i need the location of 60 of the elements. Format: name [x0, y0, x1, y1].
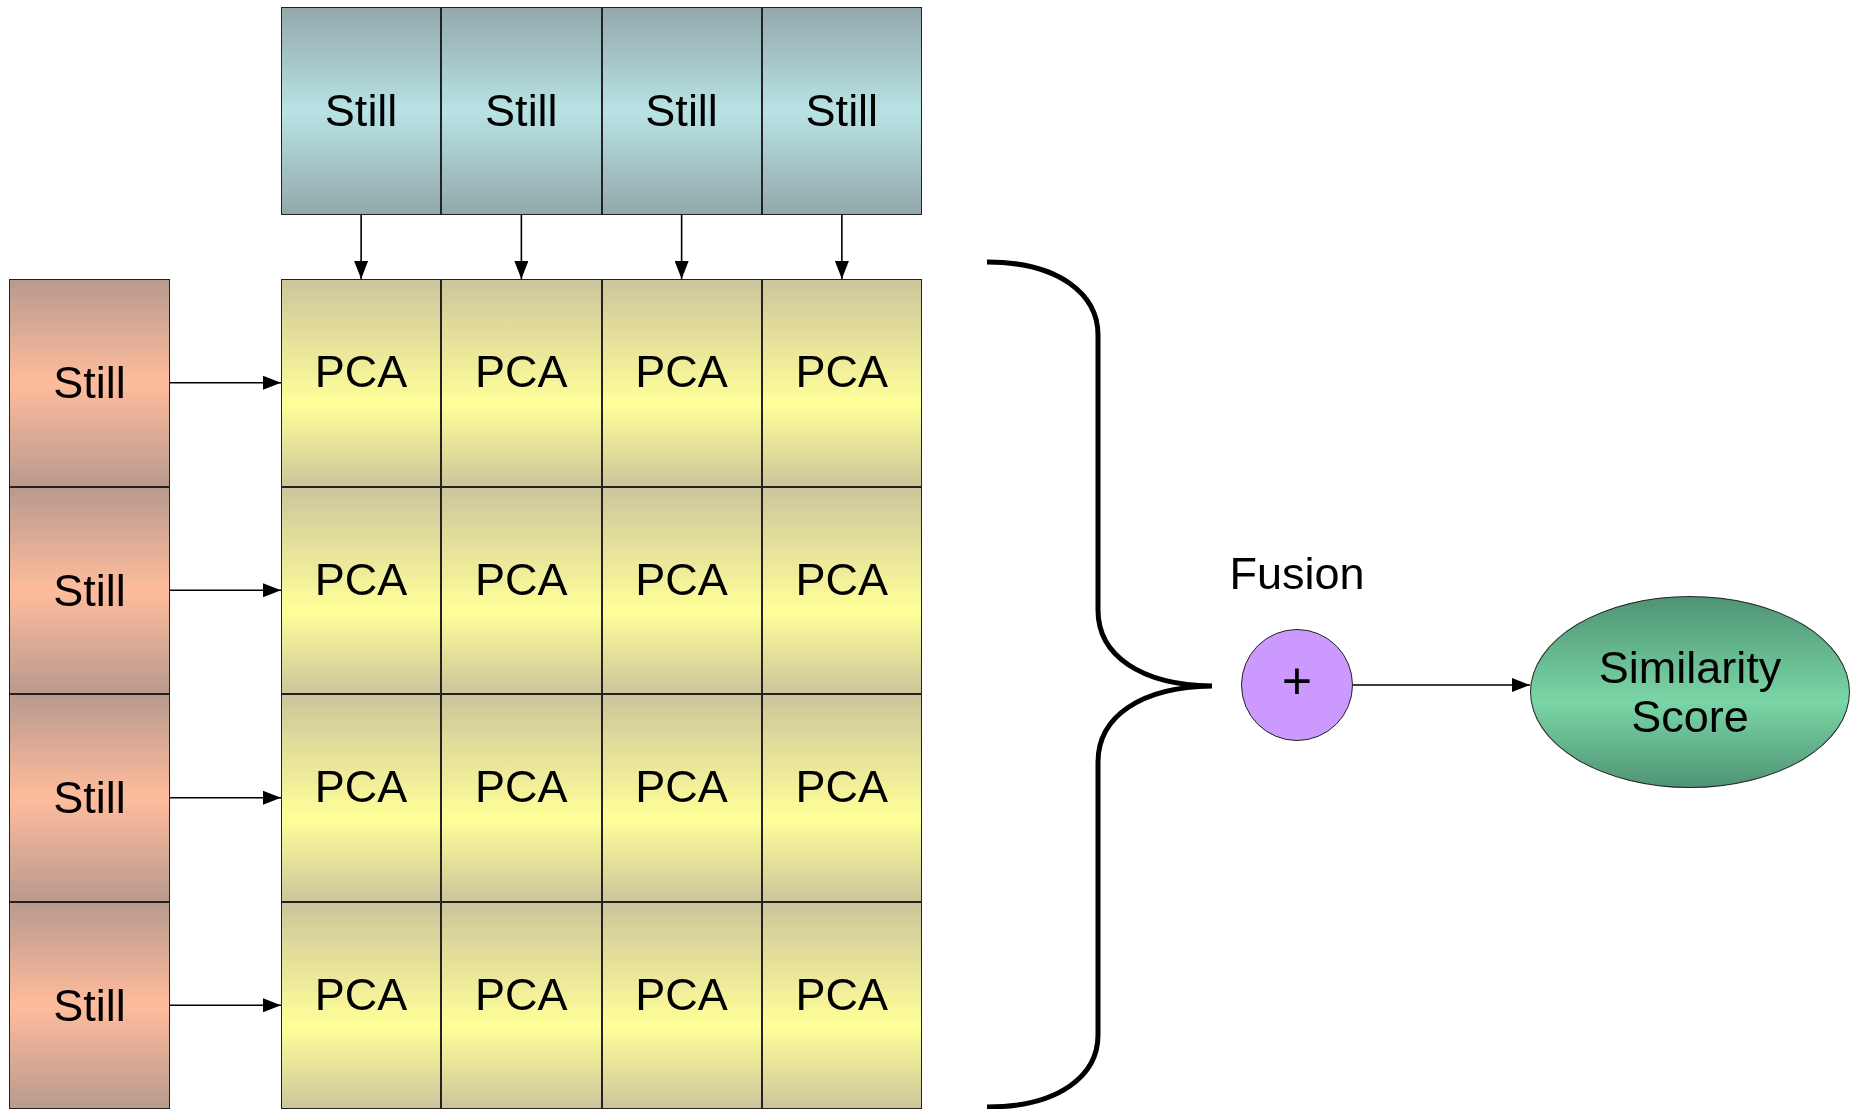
node-label: Still [53, 358, 126, 408]
pca-box [441, 901, 602, 1109]
pca-box [761, 279, 922, 487]
pca-box [761, 694, 922, 902]
node-label: Still [645, 86, 718, 136]
still-frame-box [9, 279, 170, 487]
still-frame-box [281, 7, 442, 215]
fusion-label: Fusion [1229, 549, 1365, 599]
node-label: PCA [635, 347, 728, 397]
arrow [169, 790, 282, 805]
pca-box [281, 901, 442, 1109]
arrow [354, 214, 369, 280]
still-frame-box [9, 694, 170, 902]
pca-box [761, 901, 922, 1109]
pca-box [761, 486, 922, 694]
pca-box [601, 901, 762, 1109]
arrow [169, 998, 282, 1013]
node-label: PCA [314, 969, 408, 1019]
node-label: PCA [795, 554, 889, 604]
node-label: PCA [635, 969, 728, 1019]
arrow [1352, 678, 1531, 692]
node-label: PCA [475, 762, 568, 812]
pca-box [281, 279, 442, 487]
node-label: PCA [475, 347, 568, 397]
pca-box [601, 279, 762, 487]
node-label: Similarity Score [1597, 642, 1783, 742]
node-label: Still [53, 773, 126, 823]
node-label: PCA [635, 762, 728, 812]
node-label: PCA [635, 554, 728, 604]
arrow [834, 214, 849, 280]
node-label: PCA [475, 969, 568, 1019]
pca-box [441, 279, 602, 487]
still-frame-box [761, 7, 922, 215]
node-label: Still [805, 86, 879, 136]
node-label: PCA [795, 969, 889, 1019]
pca-box [601, 486, 762, 694]
node-label: Still [53, 565, 126, 615]
pca-box [281, 694, 442, 902]
pca-box [601, 694, 762, 902]
node-label: PCA [314, 554, 408, 604]
arrow [514, 214, 529, 280]
arrow [674, 214, 689, 280]
node-label: PCA [314, 762, 408, 812]
still-frame-box [441, 7, 602, 215]
arrow [169, 583, 282, 598]
pca-box [441, 486, 602, 694]
node-label: Still [485, 86, 558, 136]
node-label: Still [53, 980, 126, 1030]
pca-box [441, 694, 602, 902]
node-label: PCA [314, 347, 408, 397]
node-label: PCA [475, 554, 568, 604]
node-label: Still [324, 86, 398, 136]
plus-sign: + [1281, 653, 1313, 711]
still-frame-box [9, 901, 170, 1109]
node-label: PCA [795, 347, 889, 397]
node-label: PCA [795, 762, 889, 812]
arrow [169, 375, 282, 390]
still-frame-box [9, 486, 170, 694]
still-frame-box [601, 7, 762, 215]
pca-box [281, 486, 442, 694]
